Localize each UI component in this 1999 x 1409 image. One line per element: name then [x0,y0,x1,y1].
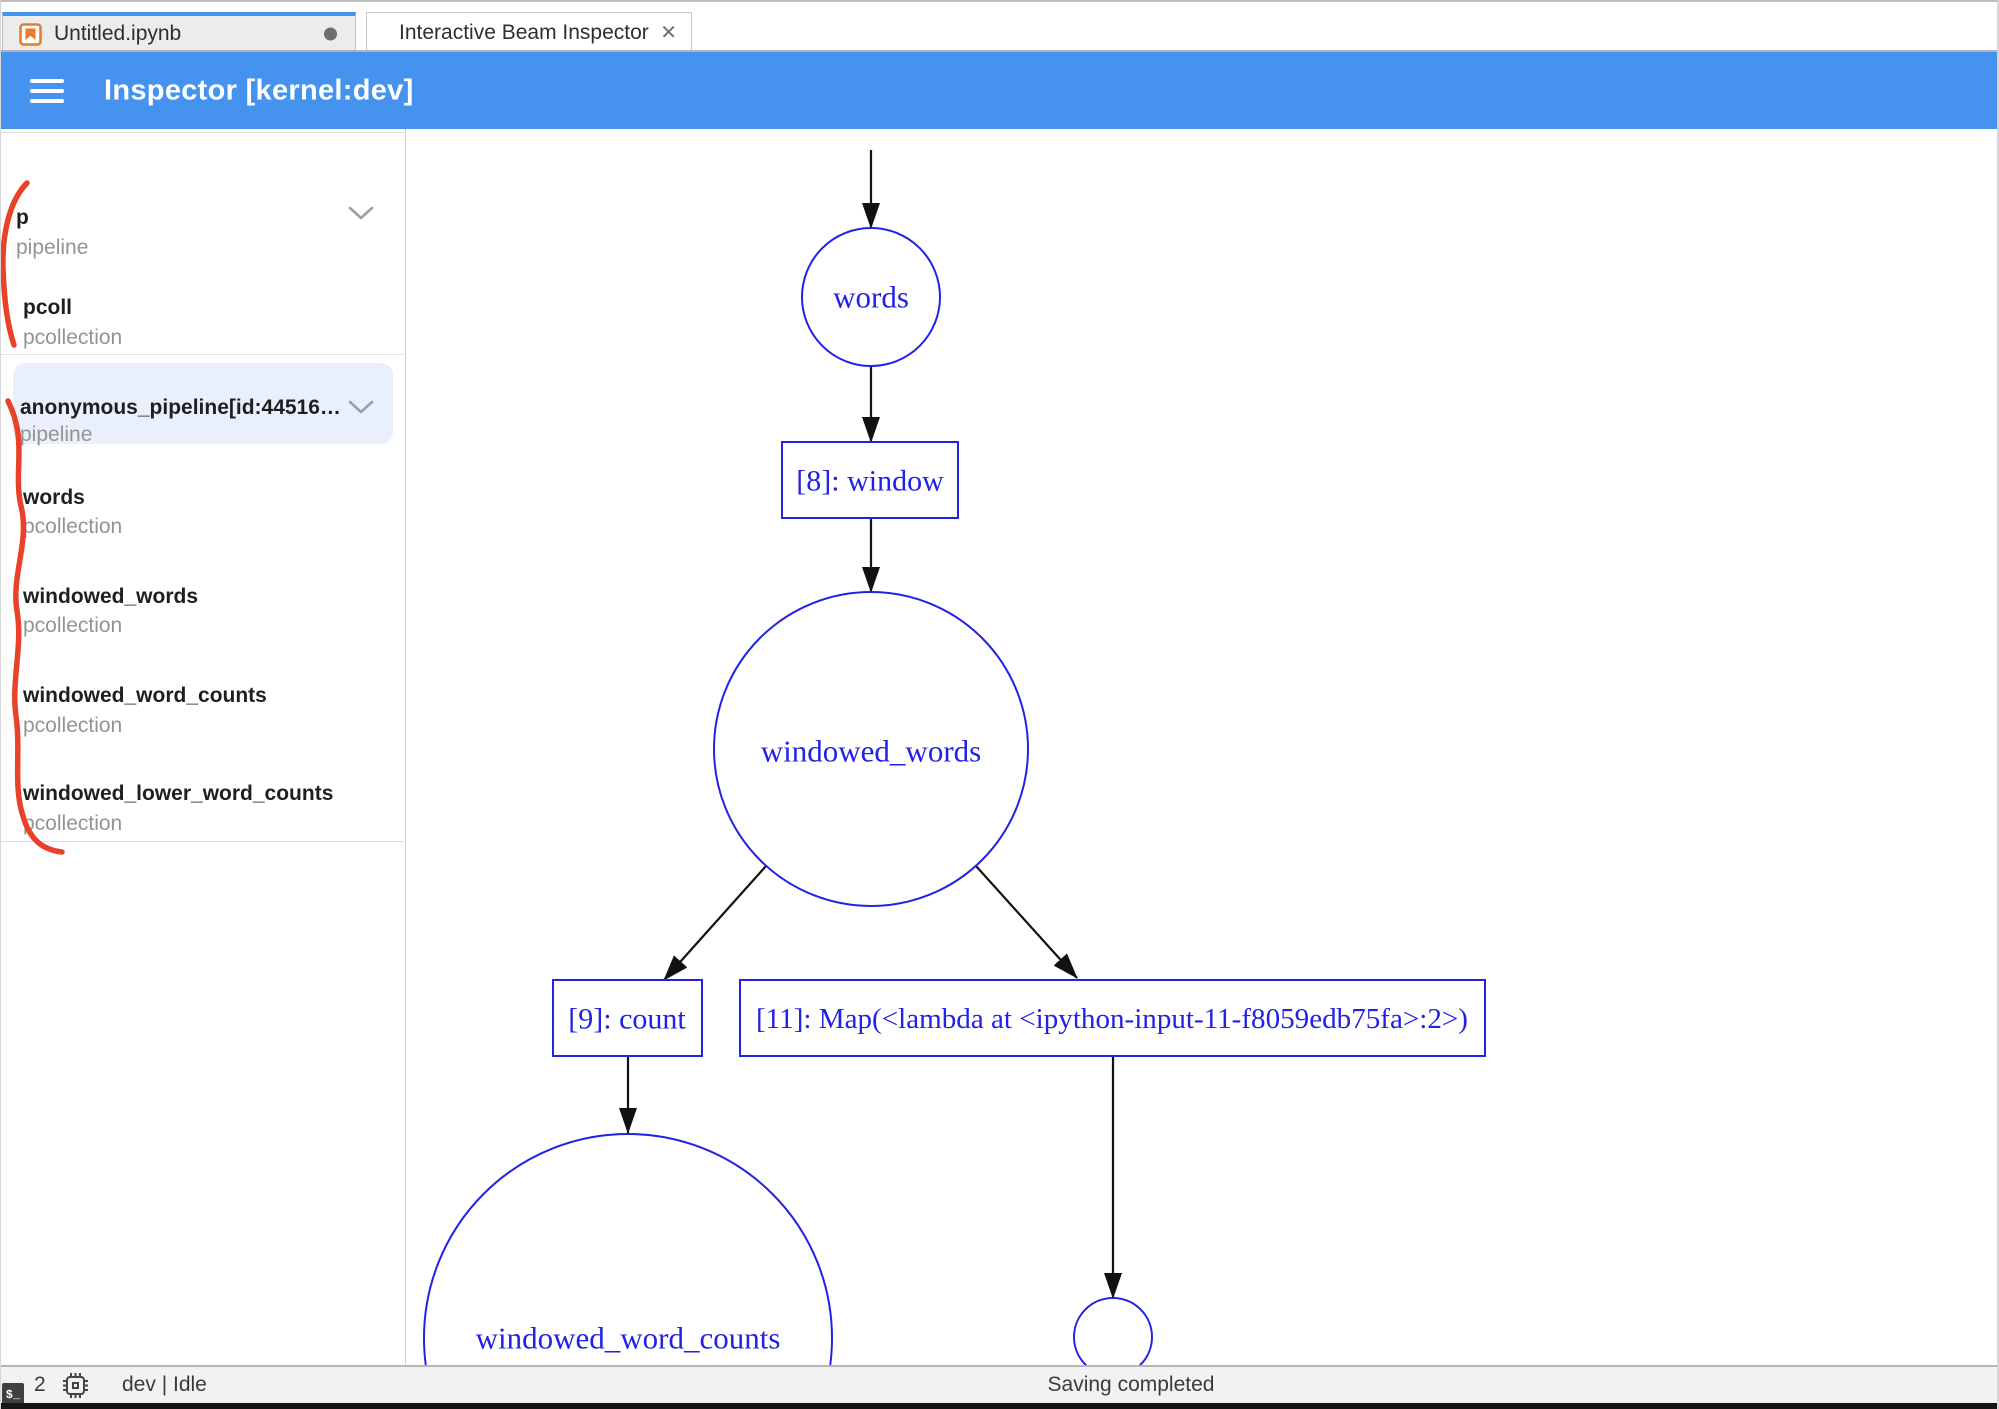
tab-label: Interactive Beam Inspector [399,20,649,44]
save-status-message: Saving completed [1047,1373,1215,1396]
close-icon[interactable]: ✕ [660,21,677,44]
node-label-words: words [833,280,909,315]
tab-label: Untitled.ipynb [54,22,182,45]
edge-windowed-words-to-count [663,865,767,981]
sidebar-item-type: pcollection [23,515,123,538]
sidebar-item-windowed-lower-word-counts[interactable]: windowed_lower_word_counts [23,782,334,805]
sidebar-item-type: pcollection [23,326,123,349]
node-label-windowed-words: windowed_words [761,734,981,769]
pipeline-sidebar: p pipeline pcoll pcollection anonymous_p… [0,129,406,1365]
window-top-edge [0,0,1999,2]
node-window-transform-box[interactable] [781,441,959,519]
node-map-transform-box[interactable] [739,979,1486,1057]
sidebar-item-anonymous-pipeline[interactable]: anonymous_pipeline[id:44516… [20,396,340,419]
kernel-status-label[interactable]: dev | Idle [122,1373,207,1396]
node-label-map: [11]: Map(<lambda at <ipython-input-11-f… [756,1003,1468,1035]
status-bar: 2 dev | Idle Saving completed [0,1365,1999,1403]
window-bottom-edge [0,1403,1999,1409]
menu-hamburger-icon[interactable] [30,78,64,103]
sidebar-item-type: pcollection [23,714,123,737]
window-right-edge [1997,0,1999,1409]
sidebar-item-windowed-word-counts[interactable]: windowed_word_counts [23,684,267,707]
node-label-windowed-word-counts: windowed_word_counts [476,1321,781,1356]
edge-windowed-words-to-map [975,865,1078,979]
graph-edges [619,150,1122,1299]
sidebar-item-type: pipeline [16,236,89,259]
sidebar-item-p[interactable]: p [16,206,29,229]
chevron-down-icon[interactable] [348,399,374,415]
section-divider [0,354,404,355]
sidebar-item-words[interactable]: words [23,486,85,509]
tab-interactive-beam-inspector[interactable]: Interactive Beam Inspector ✕ [366,12,692,52]
terminal-count[interactable]: 2 [34,1373,46,1396]
sidebar-item-type: pcollection [23,614,123,637]
pipeline-list-card [0,132,404,842]
sidebar-item-type: pipeline [20,423,93,446]
notebook-icon [19,22,42,46]
dock-tab-bar: Untitled.ipynb Interactive Beam Inspecto… [0,2,1999,52]
node-windowed-words-circle[interactable] [713,591,1029,907]
node-count-transform-box[interactable] [552,979,703,1057]
inspector-app-bar: Inspector [kernel:dev] [0,52,1999,129]
node-label-count: [9]: count [568,1003,686,1036]
selected-item-highlight [13,363,393,444]
sidebar-item-pcoll[interactable]: pcoll [23,296,73,319]
tab-untitled-notebook[interactable]: Untitled.ipynb [2,12,356,52]
node-windowed-word-counts-circle[interactable] [423,1133,833,1365]
node-label-window: [8]: window [796,465,944,498]
tab-bar-underline [0,50,1999,52]
node-words-circle[interactable] [801,227,941,367]
chevron-down-icon[interactable] [348,205,374,221]
unsaved-dot-icon [324,27,337,41]
kernel-chip-icon[interactable] [62,1367,89,1403]
inspector-title: Inspector [kernel:dev] [104,74,414,106]
window-left-edge [0,0,1,1409]
pipeline-graph-canvas[interactable]: words [8]: window windowed_words [9]: co… [406,129,1999,1365]
sidebar-item-windowed-words[interactable]: windowed_words [23,585,199,608]
node-result-circle[interactable] [1073,1297,1153,1365]
sidebar-item-type: pcollection [23,812,123,835]
terminal-icon[interactable]: $_ [2,1383,24,1406]
